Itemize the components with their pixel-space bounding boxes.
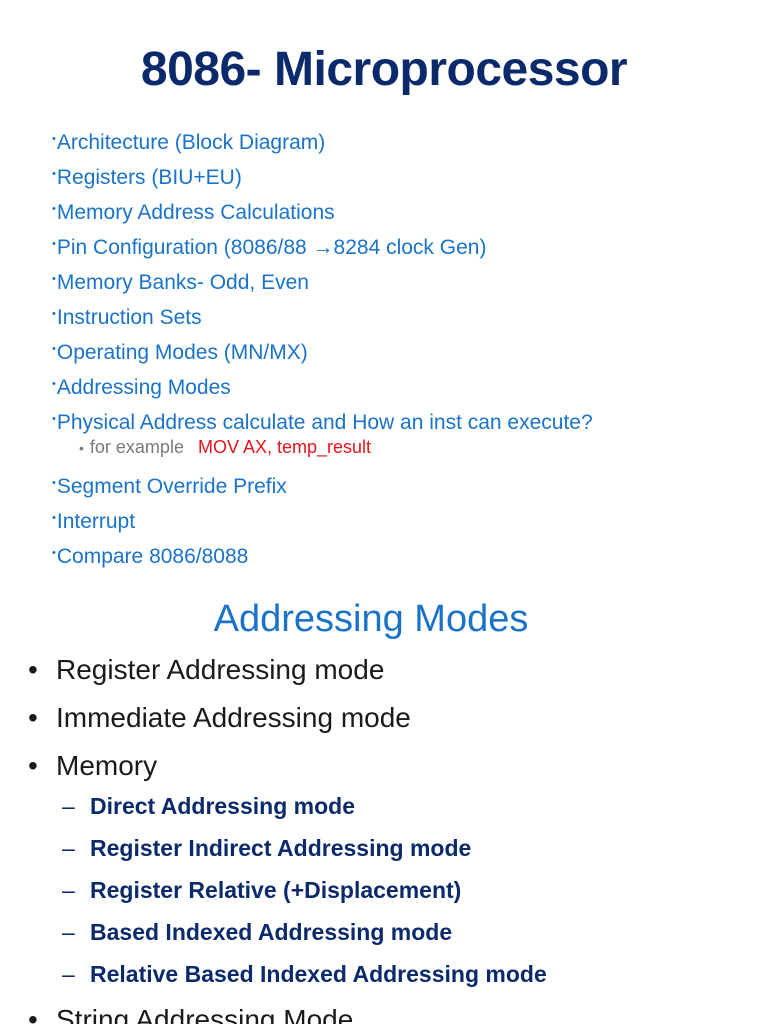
bullet-icon: • — [28, 702, 38, 733]
dash-icon: – — [62, 961, 75, 987]
topic-item: •Interrupt — [52, 510, 136, 533]
topic-list: •Architecture (Block Diagram) •Registers… — [52, 122, 593, 437]
bullet-icon: • — [52, 273, 56, 285]
topic-item: •Instruction Sets — [52, 306, 202, 329]
section-heading: Addressing Modes — [213, 598, 529, 640]
topic-item: •Segment Override Prefix — [52, 475, 287, 498]
dash-icon: – — [62, 793, 75, 819]
topic-item: •Pin Configuration (8086/88 →8284 clock … — [52, 236, 487, 259]
bullet-icon: • — [28, 750, 38, 781]
bullet-icon: • — [52, 343, 56, 355]
topic-item: •Compare 8086/8088 — [52, 545, 249, 568]
topic-item: •Registers (BIU+EU) — [52, 166, 242, 189]
submode-item: –Register Indirect Addressing mode — [62, 827, 547, 869]
memory-submode-list: –Direct Addressing mode –Register Indire… — [62, 785, 547, 995]
mode-item: •Immediate Addressing mode — [28, 694, 411, 742]
bullet-icon: • — [52, 547, 56, 559]
bullet-icon: • — [52, 413, 56, 425]
mode-item: •Register Addressing mode — [28, 646, 411, 694]
mode-item: •Memory — [28, 742, 411, 790]
addressing-mode-list: •Register Addressing mode •Immediate Add… — [28, 646, 411, 790]
topic-list-continued: •Segment Override Prefix •Interrupt •Com… — [52, 466, 287, 571]
bullet-icon: • — [52, 477, 56, 489]
bullet-icon: • — [52, 203, 56, 215]
submode-item: –Relative Based Indexed Addressing mode — [62, 953, 547, 995]
page-title: 8086- Microprocessor — [140, 43, 628, 96]
topic-item: •Memory Banks- Odd, Even — [52, 271, 309, 294]
bullet-icon: • — [52, 133, 56, 145]
topic-item: •Memory Address Calculations — [52, 201, 335, 224]
example-line: • for example MOV AX, temp_result — [79, 437, 371, 458]
dash-icon: – — [62, 877, 75, 903]
bullet-icon: • — [52, 308, 56, 320]
dash-icon: – — [62, 835, 75, 861]
mode-item-string: •String Addressing Mode — [28, 996, 353, 1024]
topic-item: •Architecture (Block Diagram) — [52, 131, 326, 154]
submode-item: –Register Relative (+Displacement) — [62, 869, 547, 911]
bullet-icon: • — [52, 168, 56, 180]
bullet-icon: • — [52, 238, 56, 250]
bullet-icon: • — [28, 654, 38, 685]
topic-item: •Addressing Modes — [52, 376, 231, 399]
bullet-icon: • — [52, 512, 56, 524]
bullet-icon: • — [52, 378, 56, 390]
example-code: MOV AX, temp_result — [197, 437, 372, 457]
bullet-icon: • — [28, 1004, 38, 1024]
topic-item: •Operating Modes (MN/MX) — [52, 341, 308, 364]
bullet-icon: • — [79, 440, 84, 456]
submode-item: –Direct Addressing mode — [62, 785, 547, 827]
topic-item: •Physical Address calculate and How an i… — [52, 411, 593, 434]
submode-item: –Based Indexed Addressing mode — [62, 911, 547, 953]
example-label: for example — [89, 437, 184, 457]
dash-icon: – — [62, 919, 75, 945]
